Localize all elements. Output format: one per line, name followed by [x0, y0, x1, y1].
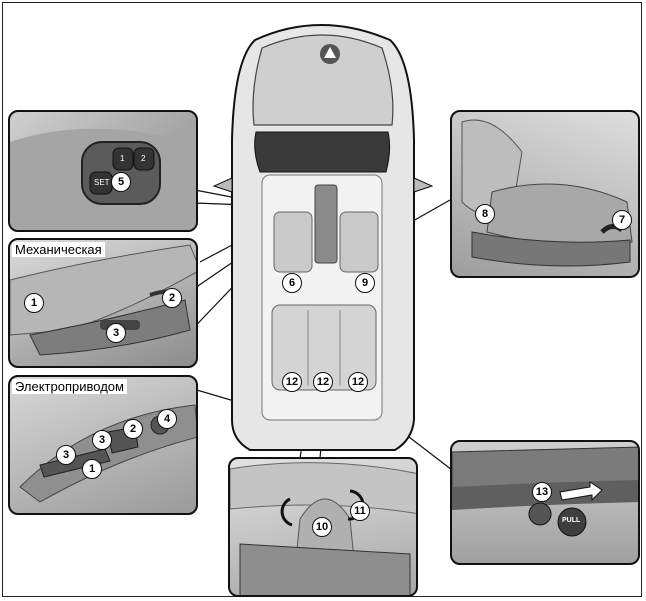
memory-switch-drawing — [10, 125, 196, 230]
callout-7: 7 — [612, 210, 632, 230]
callout-3-power-right: 3 — [92, 430, 112, 450]
memory-1-label: 1 — [120, 154, 125, 163]
manual-label: Механическая — [12, 242, 105, 257]
callout-9: 9 — [355, 273, 375, 293]
callout-12-left: 12 — [282, 372, 302, 392]
set-button-label: SET — [94, 178, 110, 187]
callout-3-power-left: 3 — [56, 445, 76, 465]
callout-2-power: 2 — [123, 419, 143, 439]
passenger-seat-panel: 8 7 — [450, 110, 640, 278]
callout-4-power: 4 — [157, 409, 177, 429]
callout-3-manual: 3 — [106, 323, 126, 343]
memory-2-label: 2 — [141, 154, 146, 163]
callout-8: 8 — [475, 204, 495, 224]
trunk-release-panel: PULL 13 — [450, 440, 640, 565]
passenger-seat-drawing — [461, 119, 633, 267]
power-label: Электроприводом — [12, 379, 127, 394]
manual-seat-panel: Механическая 1 2 3 — [8, 238, 198, 368]
callout-12-right: 12 — [348, 372, 368, 392]
rear-armrest-drawing — [230, 462, 416, 595]
pull-knob-label: PULL — [562, 517, 581, 524]
callout-6: 6 — [282, 273, 302, 293]
callout-13: 13 — [532, 482, 552, 502]
callout-1-manual: 1 — [24, 293, 44, 313]
callout-11: 11 — [350, 501, 370, 521]
power-seat-panel: Электроприводом 3 3 1 2 4 — [8, 375, 198, 515]
callout-2-manual: 2 — [162, 288, 182, 308]
trunk-release-drawing — [452, 446, 638, 537]
callout-10: 10 — [312, 517, 332, 537]
callout-12-center: 12 — [313, 372, 333, 392]
memory-switch-panel: SET 1 2 5 — [8, 110, 198, 232]
callout-5: 5 — [111, 172, 131, 192]
rear-armrest-panel: 10 11 — [228, 457, 418, 597]
callout-1-power: 1 — [82, 459, 102, 479]
